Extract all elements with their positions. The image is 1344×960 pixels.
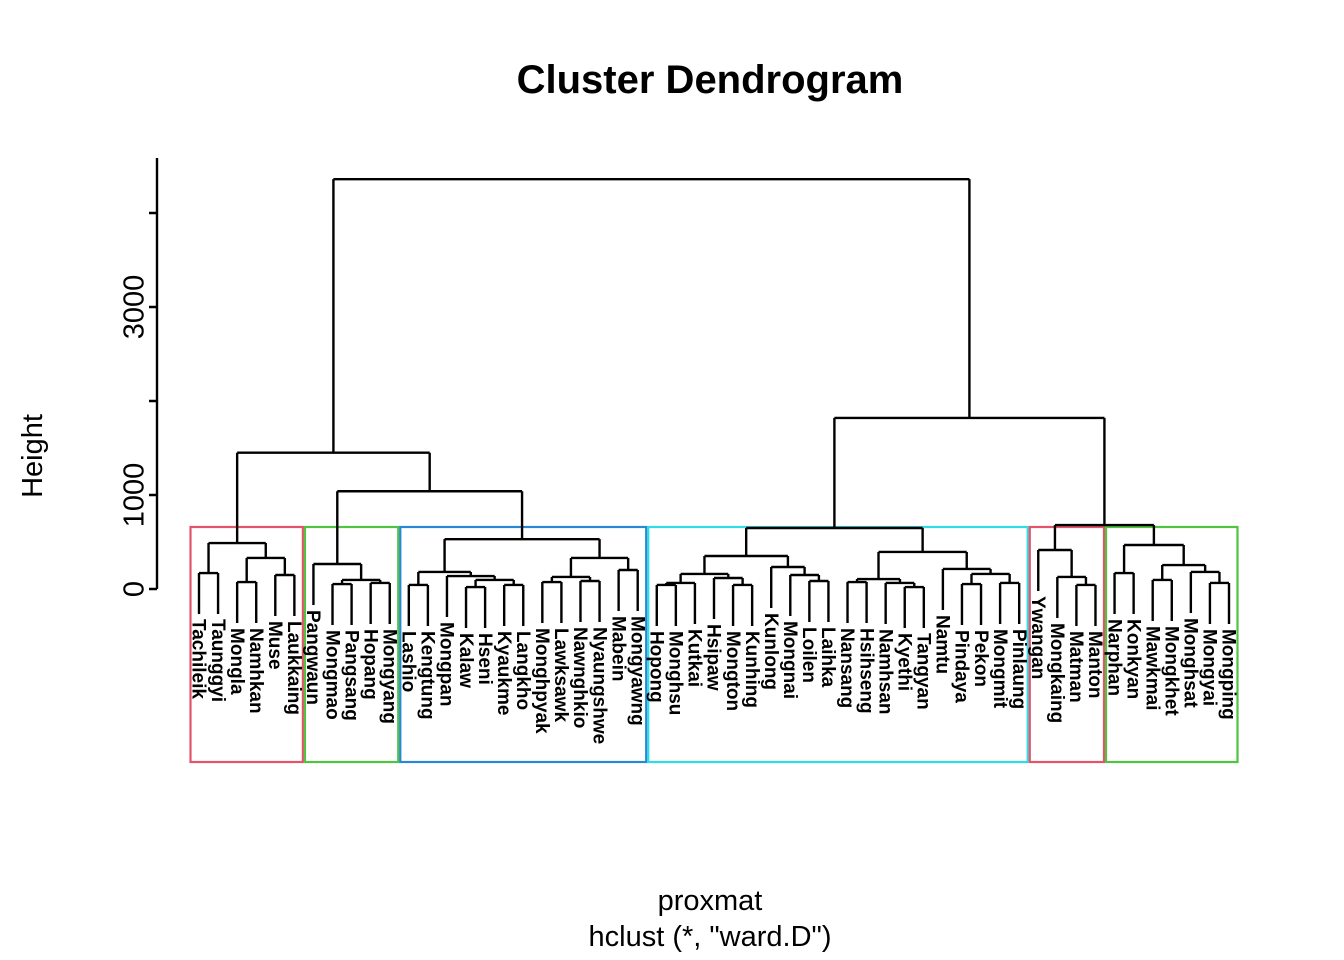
leaf-label: Mongkaing <box>1046 623 1067 723</box>
x-axis-label-line2: hclust (*, "ward.D") <box>589 921 832 953</box>
leaf-label: Pangwaun <box>302 610 323 705</box>
leaf-label: Manton <box>1084 631 1105 699</box>
cluster-box <box>303 525 400 764</box>
leaf-label: Loilen <box>798 627 819 683</box>
leaf-label: Pindaya <box>951 630 972 703</box>
leaf-label: Mongkhet <box>1161 626 1182 716</box>
chart-title: Cluster Dendrogram <box>517 58 904 102</box>
leaf-label: Pangsang <box>340 630 361 721</box>
leaf-label: Hseni <box>474 633 495 685</box>
leaf-label: Lashio <box>398 631 419 692</box>
leaf-label: Kengtung <box>417 631 438 720</box>
leaf-label: Langkho <box>512 631 533 710</box>
leaf-label: Namtu <box>932 615 953 674</box>
leaf-label: Monghpyak <box>531 628 552 734</box>
y-tick-label: 1000 <box>119 463 151 528</box>
leaf-label: Mongmao <box>321 630 342 720</box>
leaf-label: Hopong <box>646 631 667 703</box>
leaf-label: Hsihseng <box>855 628 876 714</box>
leaf-label: Muse <box>264 621 285 670</box>
dendrogram-tree-lines <box>197 177 1231 629</box>
leaf-label: Hsipaw <box>703 624 724 691</box>
leaf-label: Laukkaing <box>283 621 304 715</box>
leaf-label: Monghsat <box>1180 618 1201 708</box>
cluster-box <box>189 525 304 764</box>
y-axis-tick-labels: 0 1000 3000 <box>119 275 151 597</box>
leaf-label: Kyaukme <box>493 631 514 716</box>
leaf-label: Nansang <box>836 628 857 708</box>
leaf-label: Mongla <box>226 628 247 695</box>
leaf-label: Mawkmai <box>1141 626 1162 710</box>
cluster-box <box>1104 525 1239 764</box>
x-axis-label-line1: proxmat <box>658 885 763 917</box>
y-axis-line <box>149 158 159 591</box>
leaf-label: Pekon <box>970 630 991 687</box>
leaf-label: Mabein <box>607 616 628 681</box>
leaf-label: Lawksawk <box>550 628 571 722</box>
leaf-label: Namhkan <box>245 628 266 714</box>
leaf-label: Nyaungshwe <box>588 627 609 744</box>
leaf-label: Mongpan <box>436 622 457 706</box>
y-tick-label: 0 <box>119 581 151 597</box>
leaf-label: Mongyai <box>1199 629 1220 706</box>
leaf-label: Mongton <box>722 631 743 711</box>
leaf-label: Kalaw <box>455 633 476 688</box>
leaf-label: Narphan <box>1103 619 1124 696</box>
leaf-label: Mongmit <box>989 629 1010 709</box>
leaf-label: Mongping <box>1218 629 1239 720</box>
leaf-label: Tangyan <box>913 633 934 710</box>
leaf-label: Kunhing <box>741 631 762 708</box>
cluster-boxes-group <box>189 525 1239 764</box>
y-axis-label: Height <box>17 414 49 498</box>
leaf-label: Tachileik <box>188 619 209 699</box>
leaf-label: Monghsu <box>665 631 686 715</box>
leaf-label: Mongyawng <box>626 616 647 726</box>
leaf-label: Namhsan <box>874 629 895 715</box>
leaf-label: Hopang <box>359 629 380 700</box>
leaf-label: Kutkai <box>684 629 705 687</box>
leaf-label: Mongyang <box>378 629 399 724</box>
leaf-label: Ywangan <box>1027 596 1048 679</box>
leaf-label: Mongnai <box>779 621 800 699</box>
cluster-box <box>1028 525 1106 764</box>
leaf-label: Nawnghkio <box>569 627 590 728</box>
y-tick-label: 3000 <box>119 275 151 340</box>
leaf-label: Laihka <box>817 627 838 688</box>
leaf-label: Kyethi <box>893 633 914 691</box>
leaf-labels-group: TachileikTaunggyiMonglaNamhkanMuseLaukka… <box>188 596 1239 744</box>
leaf-label: Taunggyi <box>207 619 228 702</box>
leaf-label: Pinlaung <box>1008 629 1029 709</box>
leaf-label: Matman <box>1065 631 1086 703</box>
leaf-label: Kunlong <box>760 613 781 690</box>
leaf-label: Konkyan <box>1122 619 1143 699</box>
